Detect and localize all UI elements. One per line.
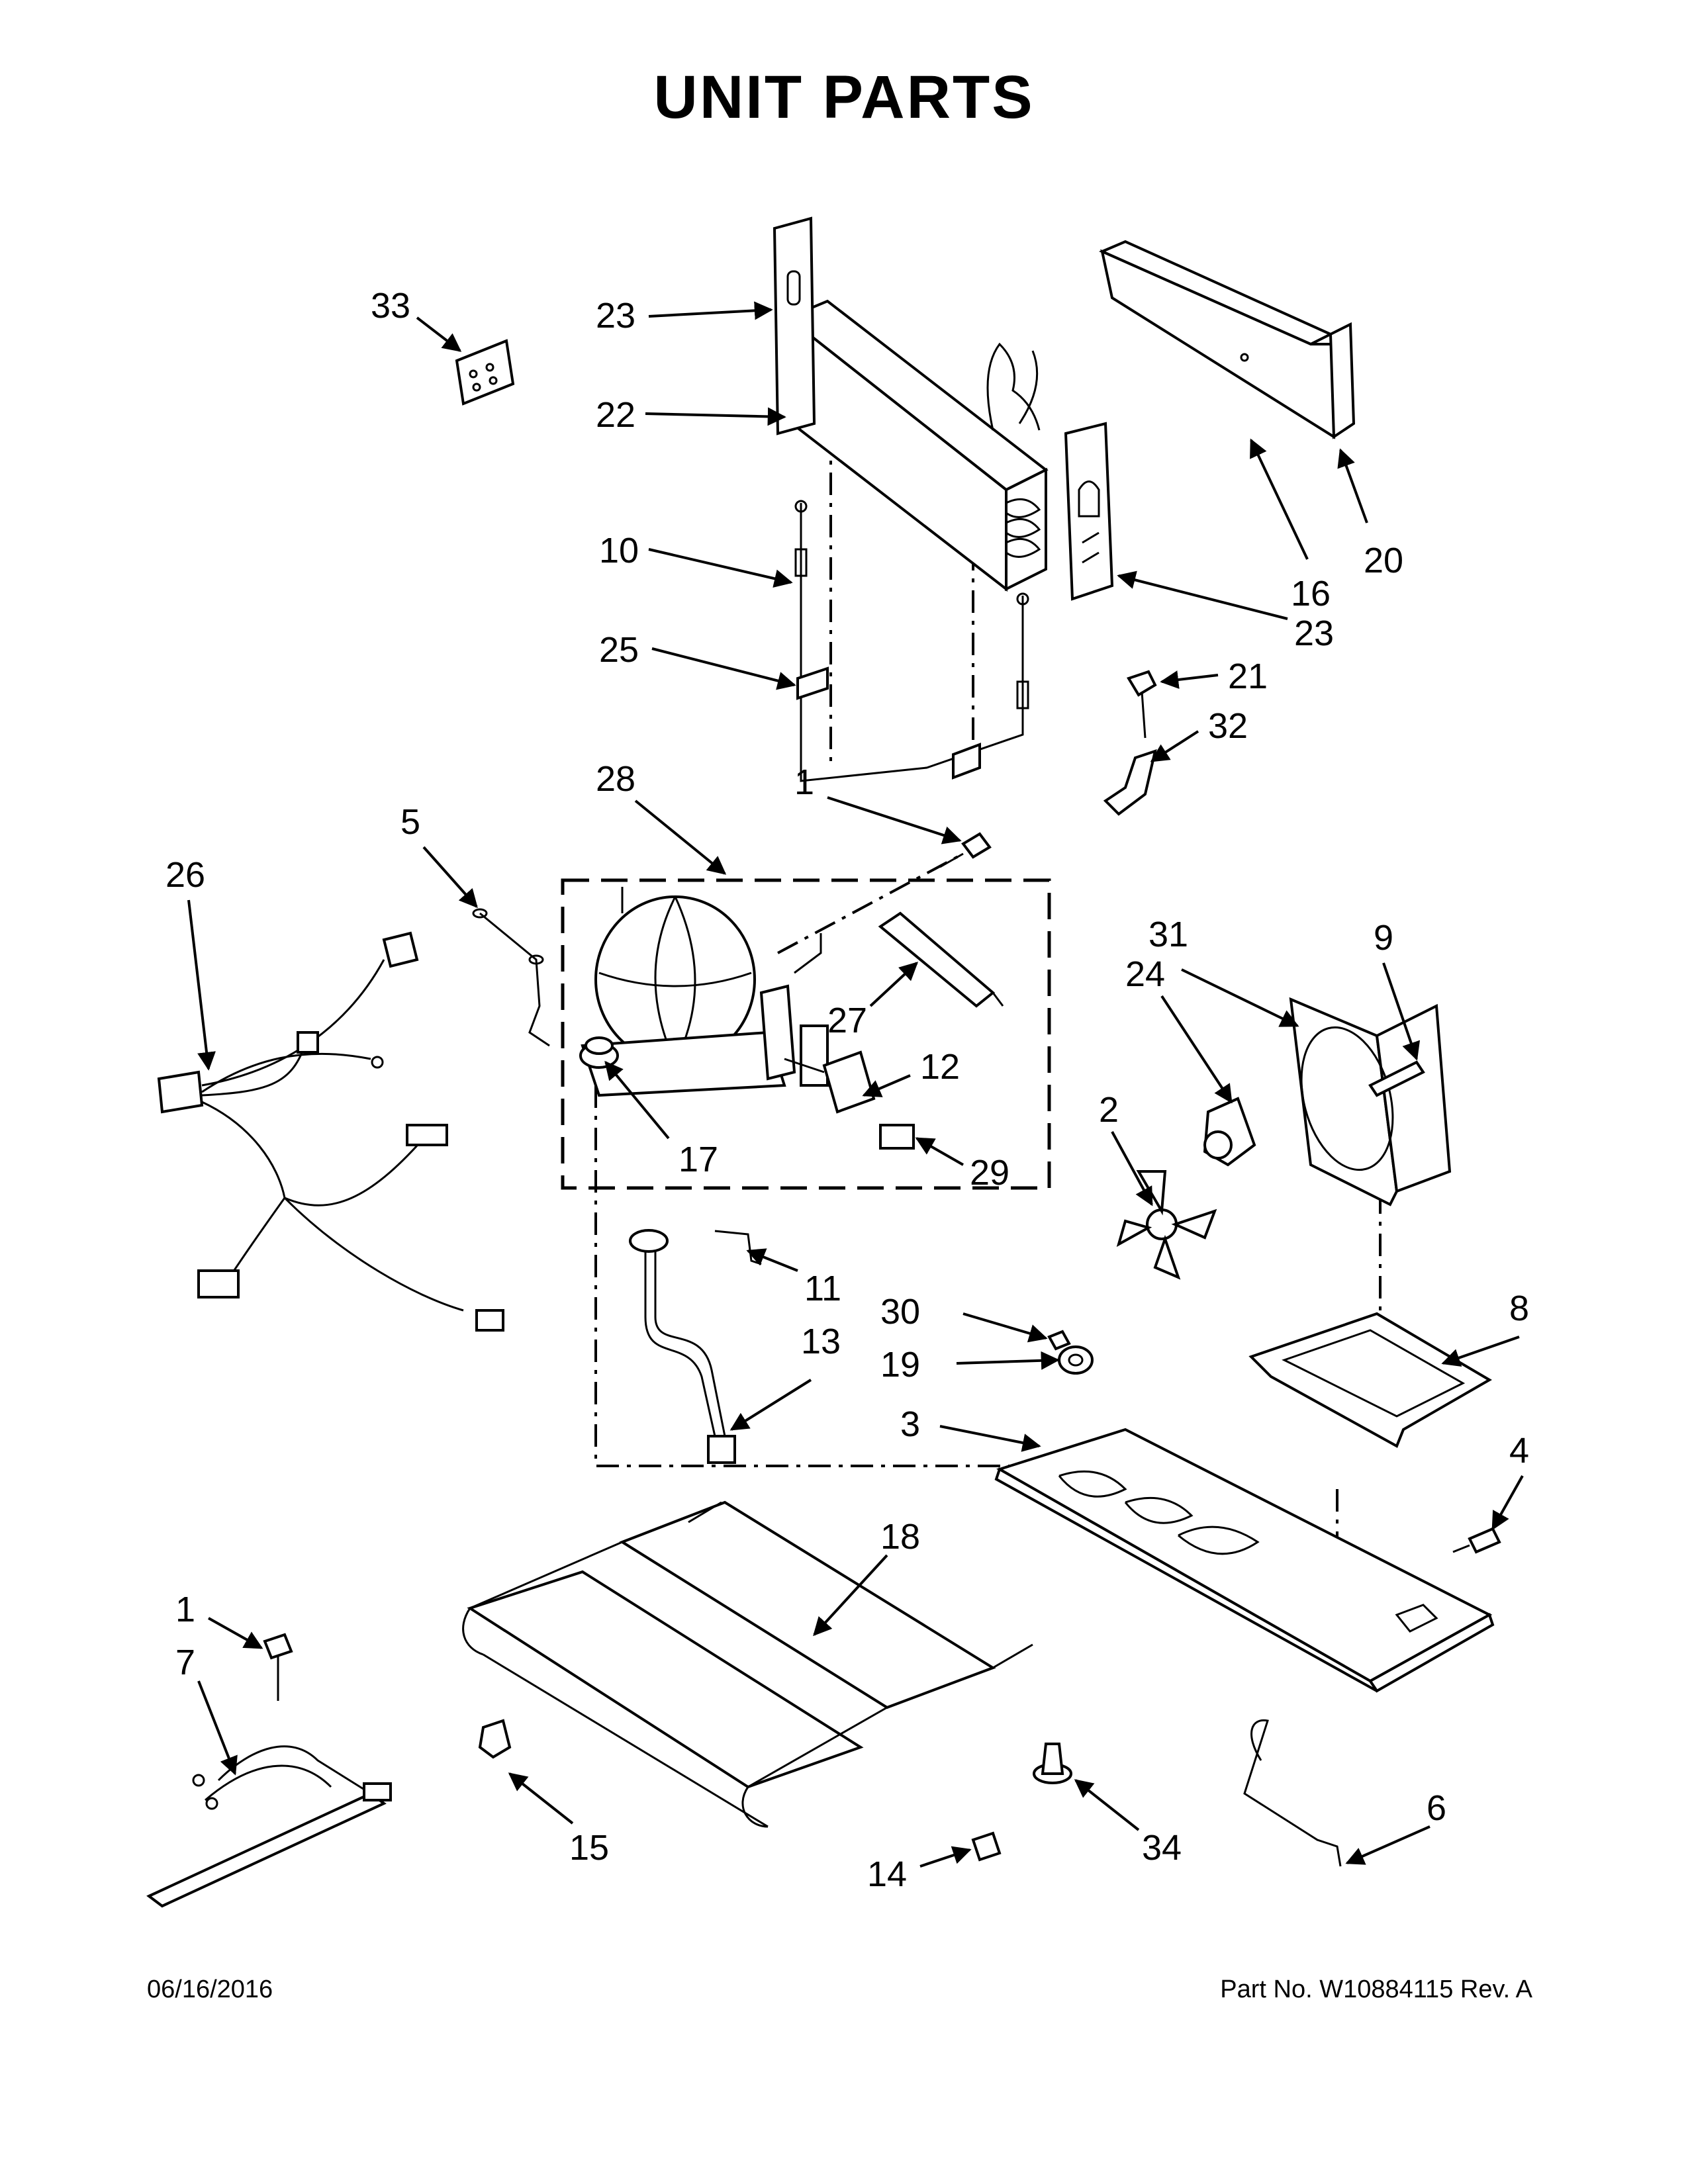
part-30-pin — [1047, 1330, 1071, 1351]
part-18-condenser — [462, 1500, 1033, 1828]
page-title: UNIT PARTS — [653, 64, 1035, 131]
part-22-evaporator — [785, 299, 1049, 592]
callout-11: 11 — [804, 1269, 841, 1308]
part-6-rod — [1243, 1719, 1342, 1867]
callout-2: 2 — [1099, 1090, 1119, 1130]
callout-4: 4 — [1509, 1431, 1529, 1471]
part-13-drain-tube — [629, 1229, 736, 1464]
callout-8: 8 — [1509, 1289, 1529, 1328]
callout-10: 10 — [599, 531, 639, 570]
compressor-group-box — [561, 878, 1051, 1190]
part-3-base-plate — [994, 1428, 1495, 1693]
part-26-wire-harness — [157, 931, 504, 1332]
callout-24: 24 — [1125, 954, 1165, 994]
part-5-link — [472, 908, 550, 1047]
callout-14: 14 — [867, 1854, 907, 1894]
callout-28: 28 — [596, 759, 635, 799]
part-29-connector — [879, 1124, 915, 1150]
part-17-grommet — [579, 1036, 619, 1069]
callout-16: 16 — [1291, 574, 1331, 614]
callout-9: 9 — [1374, 918, 1393, 958]
part-7-harness — [146, 1745, 392, 1908]
callout-3: 3 — [900, 1404, 920, 1444]
callout-32: 32 — [1208, 706, 1248, 746]
part-21-screw — [1127, 670, 1157, 739]
callout-17: 17 — [679, 1140, 718, 1179]
footer-date: 06/16/2016 — [147, 1976, 273, 2003]
callout-23-left: 23 — [596, 296, 635, 336]
part-1-screw-top — [939, 832, 992, 868]
part-15-clip — [478, 1719, 512, 1759]
callout-30: 30 — [880, 1292, 920, 1332]
part-28-compressor — [581, 887, 829, 1097]
part-23-bracket-right — [1064, 422, 1114, 601]
part-20-channel — [1099, 240, 1356, 439]
callout-26: 26 — [165, 855, 205, 895]
callout-7: 7 — [175, 1643, 195, 1682]
callout-13: 13 — [801, 1322, 841, 1361]
part-24-fan-motor — [1203, 1097, 1256, 1167]
callout-22: 22 — [596, 395, 635, 435]
callout-19: 19 — [880, 1345, 920, 1385]
part-2-fan-blade — [1116, 1170, 1217, 1280]
callout-12: 12 — [920, 1047, 960, 1087]
part-14-plug — [971, 1831, 1002, 1862]
callout-1-bottom: 1 — [175, 1590, 195, 1629]
callout-5: 5 — [400, 802, 420, 842]
part-31-fan-shroud — [1289, 997, 1452, 1206]
part-11-clip — [714, 1230, 762, 1265]
callout-33: 33 — [371, 286, 410, 326]
part-8-bracket — [1248, 1312, 1492, 1448]
callout-27: 27 — [827, 1001, 867, 1040]
footer-part-number: Part No. W10884115 Rev. A — [1220, 1976, 1532, 2003]
part-32-clip — [1103, 749, 1157, 816]
part-27-drier — [878, 911, 1004, 1008]
callout-25: 25 — [599, 630, 639, 670]
callout-31: 31 — [1149, 915, 1188, 954]
callout-34: 34 — [1142, 1828, 1182, 1868]
callout-20: 20 — [1364, 541, 1403, 580]
callout-29: 29 — [970, 1153, 1009, 1193]
part-4-screw — [1452, 1527, 1501, 1554]
part-12-relay — [784, 1050, 876, 1114]
callout-15: 15 — [569, 1828, 609, 1868]
callout-6: 6 — [1427, 1788, 1446, 1828]
part-19-grommet — [1058, 1345, 1094, 1375]
part-33-plate — [455, 339, 515, 406]
callout-labels: 33 23 22 10 25 23 20 16 21 32 1 28 5 26 … — [165, 286, 1529, 1894]
part-25-trough — [796, 666, 981, 780]
leader-lines — [187, 301, 1524, 1868]
callout-23-right: 23 — [1294, 614, 1334, 653]
part-1-screw-bottom — [263, 1633, 293, 1701]
callout-21: 21 — [1228, 657, 1268, 696]
part-23-bracket-left — [773, 216, 816, 435]
callout-18: 18 — [880, 1517, 920, 1557]
part-9-screw — [1368, 1060, 1425, 1097]
part-34-fastener — [1033, 1743, 1072, 1784]
callout-1-top: 1 — [794, 762, 814, 802]
